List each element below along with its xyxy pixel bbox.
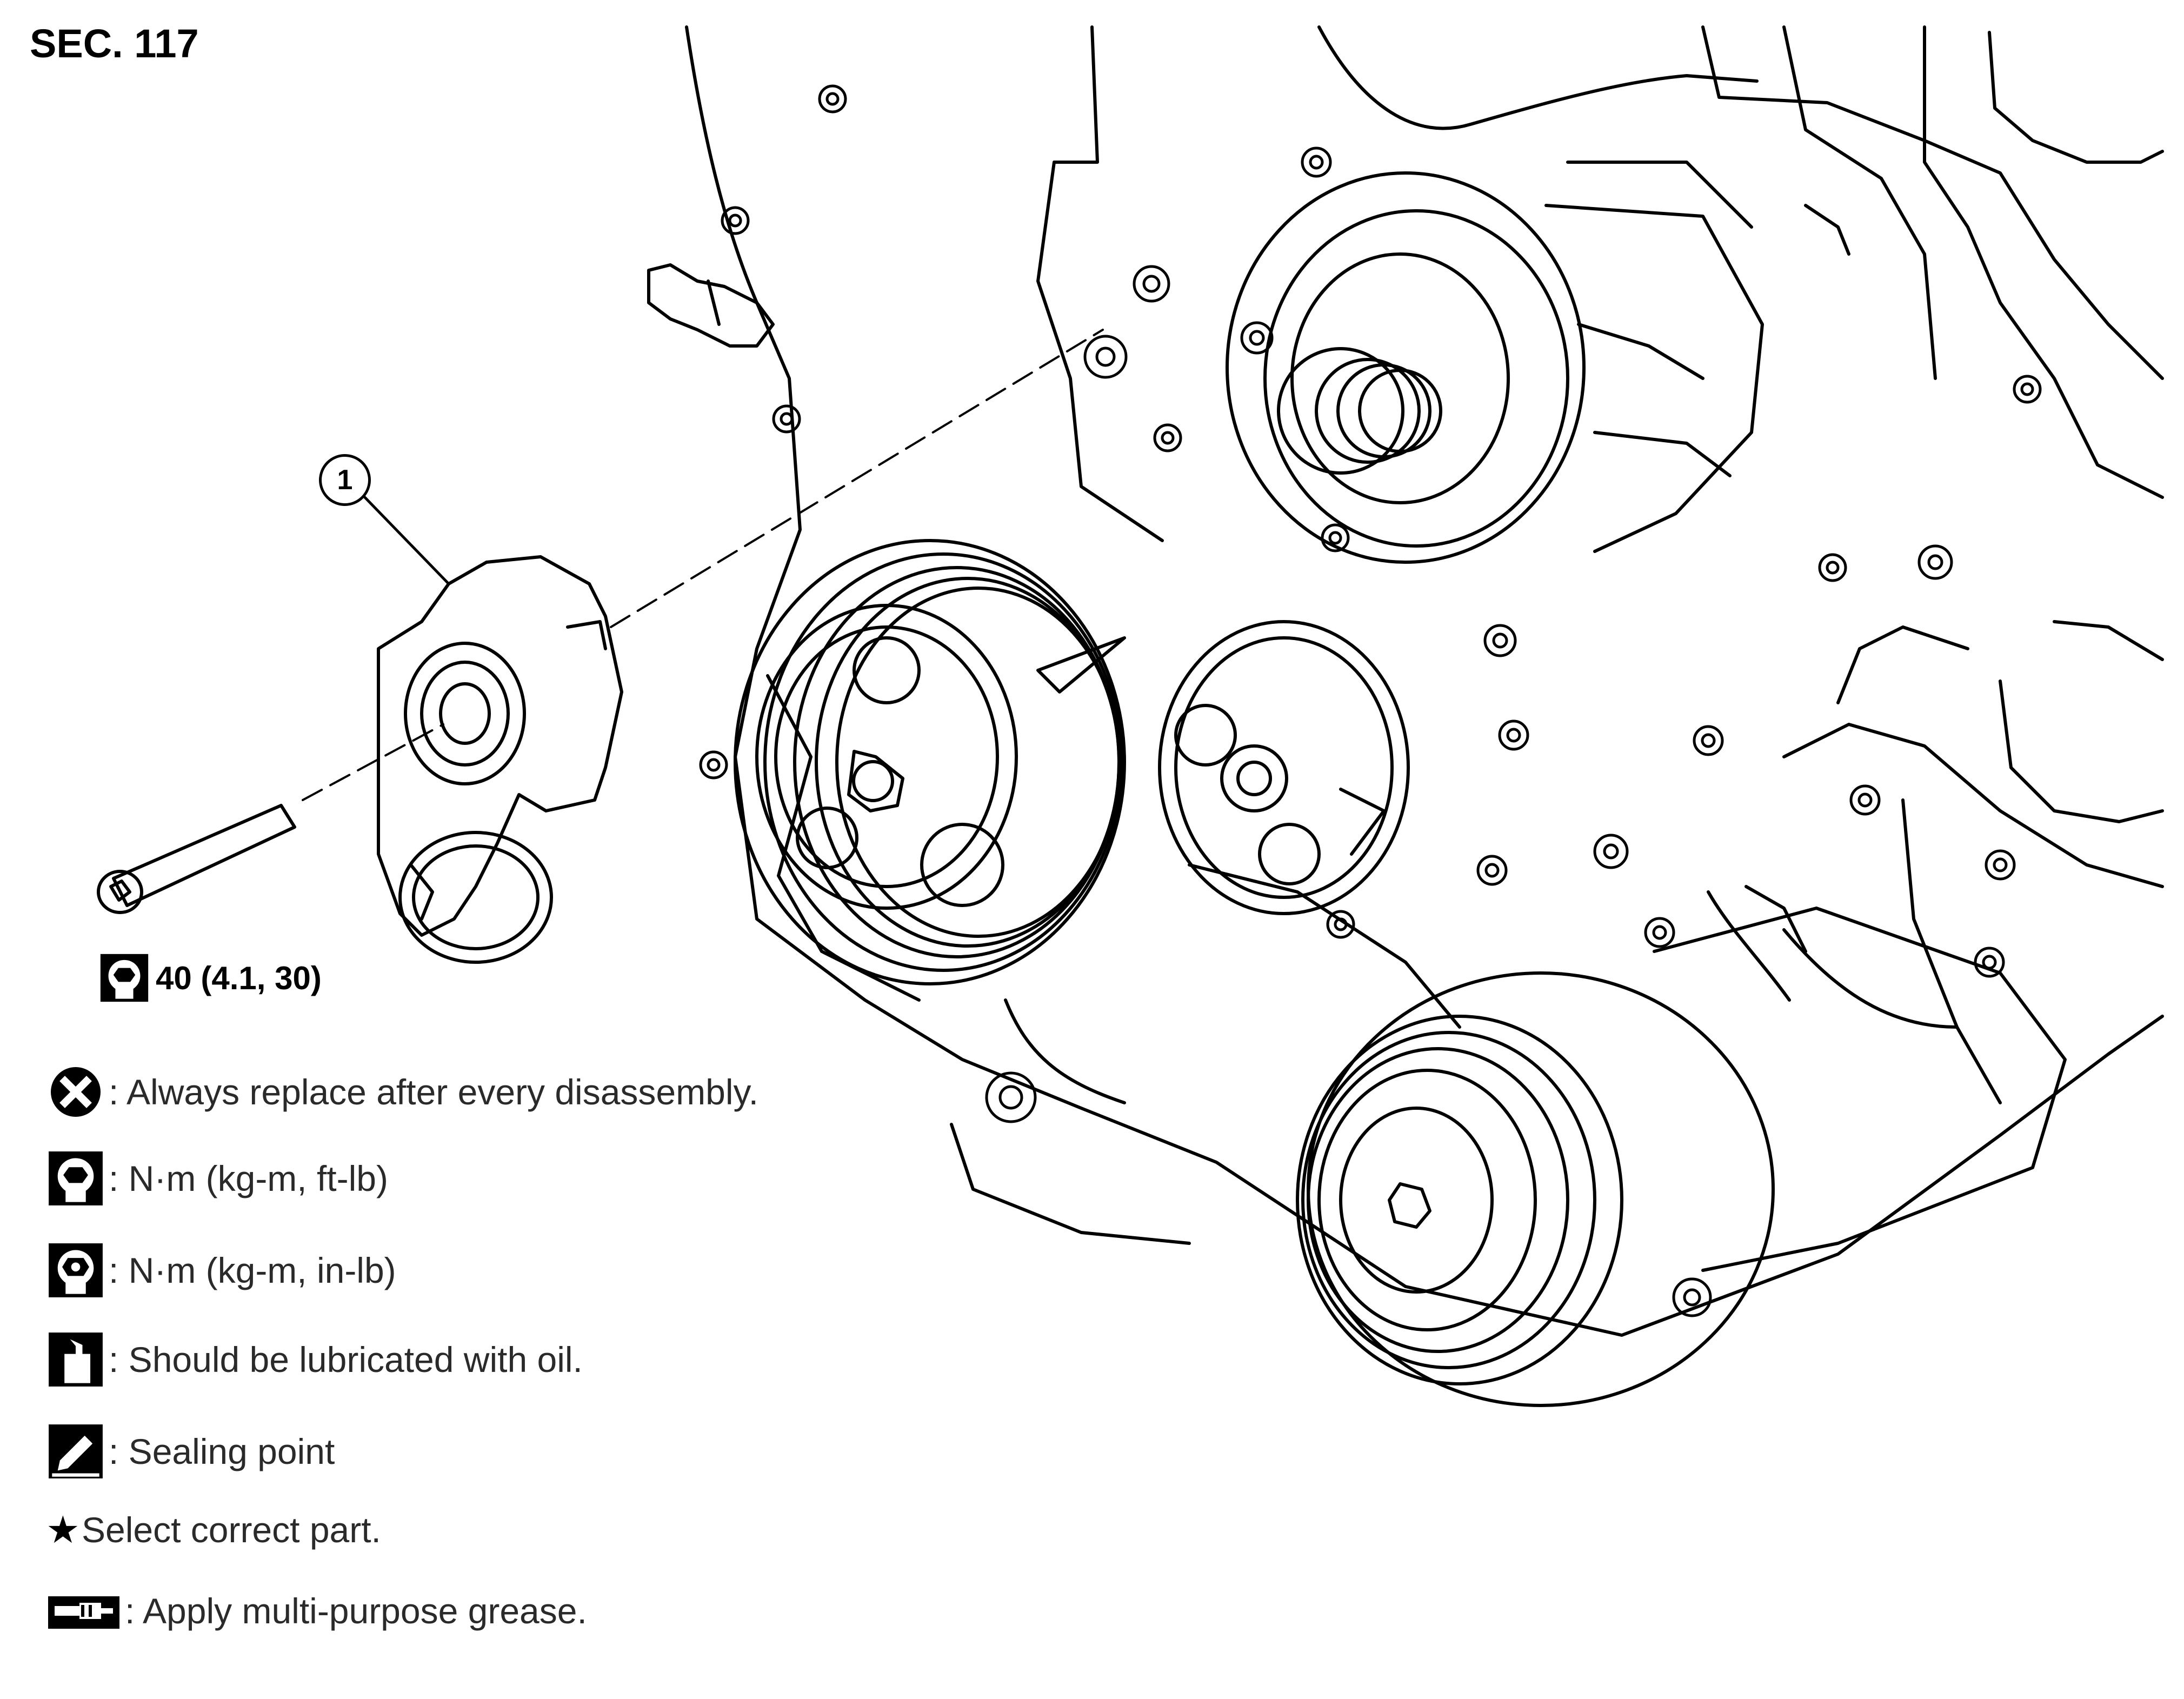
replace-x-icon (46, 1062, 105, 1122)
legend-item-grease: : Apply multi-purpose grease. (46, 1581, 587, 1641)
bolt-heads (699, 84, 2042, 1317)
section-number: SEC. 117 (30, 21, 199, 66)
crankshaft-pulley (734, 539, 1126, 985)
grease-gun-icon (46, 1581, 122, 1641)
callout-number: 1 (337, 464, 353, 496)
belt-tensioner (377, 555, 623, 964)
legend-text: : Sealing point (109, 1431, 335, 1471)
torque-ftlb-icon (46, 1149, 105, 1208)
legend-item-torque-ftlb: : N·m (kg-m, ft-lb) (46, 1149, 388, 1208)
legend-text: : N·m (kg-m, ft-lb) (109, 1158, 388, 1198)
engine-block (685, 25, 2164, 1337)
sensor (647, 263, 775, 348)
callout-leader (361, 493, 450, 585)
legend-item-torque-inlb: : N·m (kg-m, in-lb) (46, 1241, 396, 1300)
dashed-leaders (302, 329, 1104, 801)
tensioner-bolt (97, 804, 296, 914)
torque-inlb-icon (46, 1241, 105, 1300)
star-icon: ★ (46, 1509, 80, 1551)
torque-spec: 40 (4.1, 30) (99, 953, 322, 1003)
oil-can-icon (46, 1330, 105, 1389)
legend-text: : N·m (kg-m, in-lb) (109, 1250, 396, 1290)
legend-item-select-part: ★ Select correct part. (46, 1500, 381, 1560)
callout-1: 1 (319, 454, 371, 506)
legend-item-oil: : Should be lubricated with oil. (46, 1330, 583, 1389)
sealant-icon (46, 1422, 105, 1481)
legend-item-replace: : Always replace after every disassembly… (46, 1062, 758, 1122)
legend-text: : Apply multi-purpose grease. (125, 1591, 587, 1631)
ac-compressor (1296, 885, 2067, 1407)
legend-text: Select correct part. (82, 1510, 381, 1550)
torque-value: 40 (4.1, 30) (156, 960, 322, 996)
torque-wrench-icon (100, 954, 149, 1002)
legend-text: : Always replace after every disassembly… (109, 1072, 758, 1112)
legend: : Always replace after every disassembly… (46, 1062, 911, 1668)
legend-item-sealant: : Sealing point (46, 1422, 335, 1481)
alternator (1226, 161, 1850, 564)
legend-text: : Should be lubricated with oil. (109, 1340, 583, 1380)
idler-pulley (1158, 620, 1410, 915)
